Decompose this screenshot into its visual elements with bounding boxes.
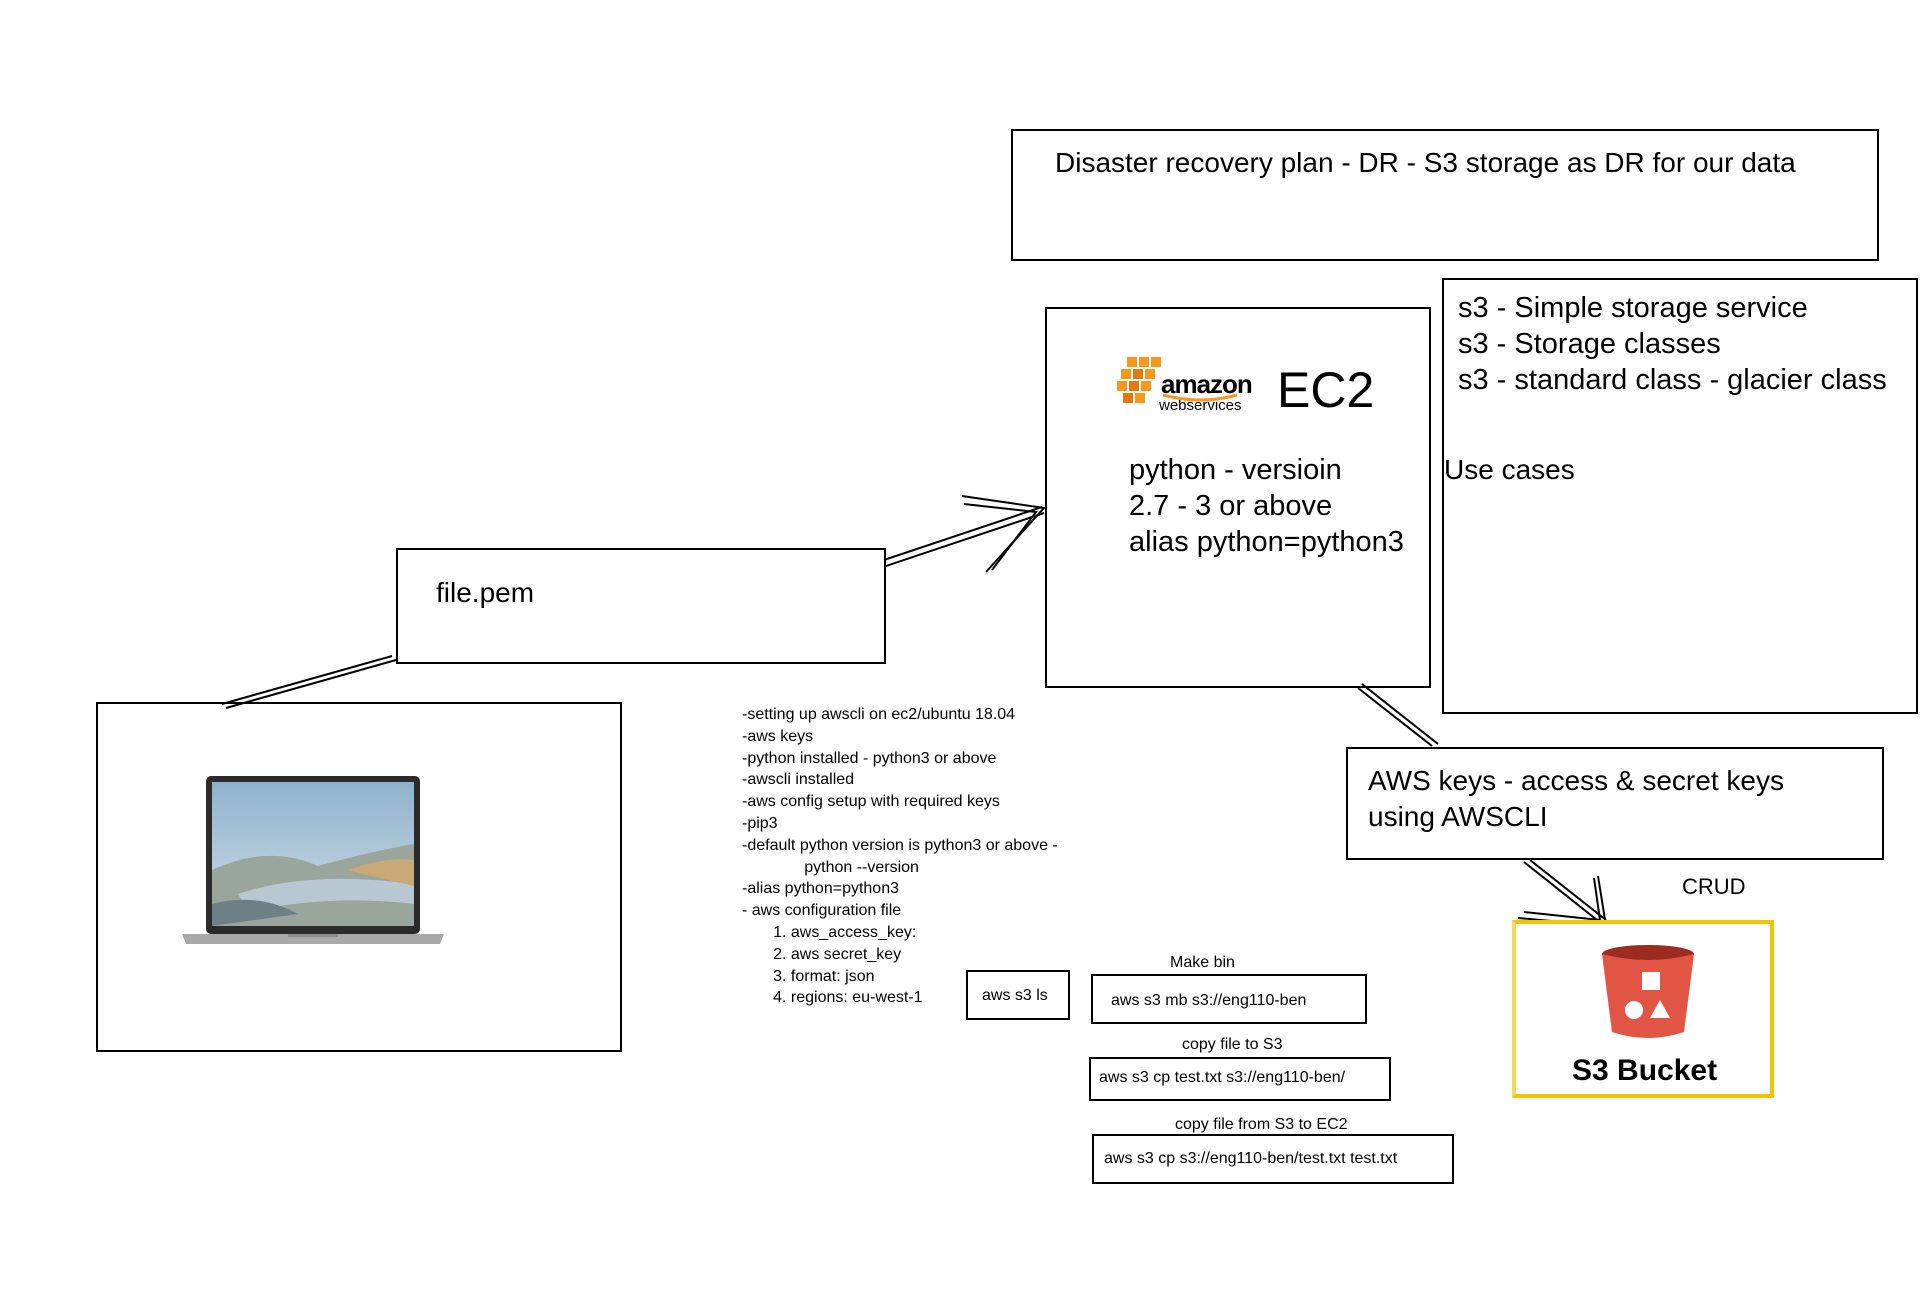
s3-info-line: s3 - Simple storage service — [1458, 292, 1808, 324]
copy-to-s3-label: copy file to S3 — [1182, 1036, 1283, 1053]
laptop-box — [96, 702, 622, 1052]
s3-info-line: s3 - Storage classes — [1458, 328, 1721, 360]
copy-to-s3-command: aws s3 cp test.txt s3://eng110-ben/ — [1099, 1069, 1346, 1086]
ec2-note: 2.7 - 3 or above — [1129, 490, 1333, 522]
ec2-note: python - versioin — [1129, 454, 1342, 486]
dr-plan-box: Disaster recovery plan - DR - S3 storage… — [1011, 129, 1879, 261]
file-pem-box: file.pem — [396, 548, 886, 664]
setup-note-line: -awscli installed — [742, 771, 855, 789]
use-cases-label: Use cases — [1444, 454, 1575, 485]
setup-note-line: -python installed - python3 or above — [742, 749, 997, 767]
aws-keys-line: AWS keys - access & secret keys — [1368, 765, 1784, 796]
aws-logo-word: amazon — [1161, 369, 1253, 399]
s3-info-line: s3 - standard class - glacier class — [1458, 364, 1887, 396]
arrow-keys-to-bucket — [1523, 861, 1603, 925]
setup-note-line: python --version — [742, 858, 919, 876]
setup-note-line: 3. format: json — [742, 967, 875, 985]
setup-note-line: 2. aws secret_key — [742, 945, 902, 963]
setup-notes: -setting up awscli on ec2/ubuntu 18.04 -… — [742, 704, 1058, 1009]
aws-smile-icon — [1162, 393, 1238, 402]
setup-note-line: -pip3 — [742, 814, 778, 832]
dr-plan-title: Disaster recovery plan - DR - S3 storage… — [1055, 147, 1796, 178]
ec2-box: amazon webservices EC2 python - versioin… — [1045, 307, 1431, 688]
aws-keys-box: AWS keys - access & secret keys using AW… — [1346, 747, 1884, 860]
copy-from-s3-label: copy file from S3 to EC2 — [1175, 1116, 1348, 1133]
s3-bucket-icon — [1602, 945, 1694, 1038]
connector-ec2-to-keys — [1357, 687, 1433, 747]
aws-logo-sub: webservices — [1159, 397, 1242, 414]
copy-to-s3-command-box: aws s3 cp test.txt s3://eng110-ben/ — [1089, 1057, 1391, 1101]
setup-note-line: 4. regions: eu-west-1 — [742, 989, 923, 1007]
setup-note-line: - aws configuration file — [742, 902, 902, 920]
setup-note-line: -setting up awscli on ec2/ubuntu 18.04 — [742, 706, 1016, 723]
make-bin-label: Make bin — [1170, 954, 1235, 971]
s3-bucket-label: S3 Bucket — [1572, 1054, 1718, 1087]
copy-from-s3-command: aws s3 cp s3://eng110-ben/test.txt test.… — [1104, 1150, 1398, 1167]
laptop-icon — [182, 776, 444, 944]
file-pem-label: file.pem — [436, 577, 535, 608]
setup-note-line: 1. aws_access_key: — [742, 923, 917, 941]
setup-note-line: -alias python=python3 — [742, 880, 899, 898]
ec2-title: EC2 — [1277, 362, 1375, 418]
setup-note-line: -aws config setup with required keys — [742, 793, 1000, 811]
connector-laptop-to-pem — [221, 655, 393, 705]
make-bin-command: aws s3 mb s3://eng110-ben — [1111, 992, 1307, 1009]
s3-bucket-frame: S3 Bucket — [1512, 920, 1774, 1098]
arrow-pem-to-ec2 — [883, 506, 1043, 561]
aws-cubes-icon — [1117, 357, 1161, 403]
s3-info-box: s3 - Simple storage service s3 - Storage… — [1442, 278, 1918, 714]
setup-note-line: -default python version is python3 or ab… — [742, 836, 1058, 854]
aws-keys-line: using AWSCLI — [1368, 801, 1548, 832]
s3-ls-command: aws s3 ls — [982, 987, 1048, 1004]
copy-from-s3-command-box: aws s3 cp s3://eng110-ben/test.txt test.… — [1092, 1134, 1454, 1184]
make-bin-command-box: aws s3 mb s3://eng110-ben — [1091, 974, 1367, 1024]
crud-label: CRUD — [1682, 874, 1746, 899]
setup-note-line: -aws keys — [742, 727, 814, 745]
ec2-note: alias python=python3 — [1129, 526, 1404, 558]
s3-ls-command-box: aws s3 ls — [966, 970, 1070, 1020]
